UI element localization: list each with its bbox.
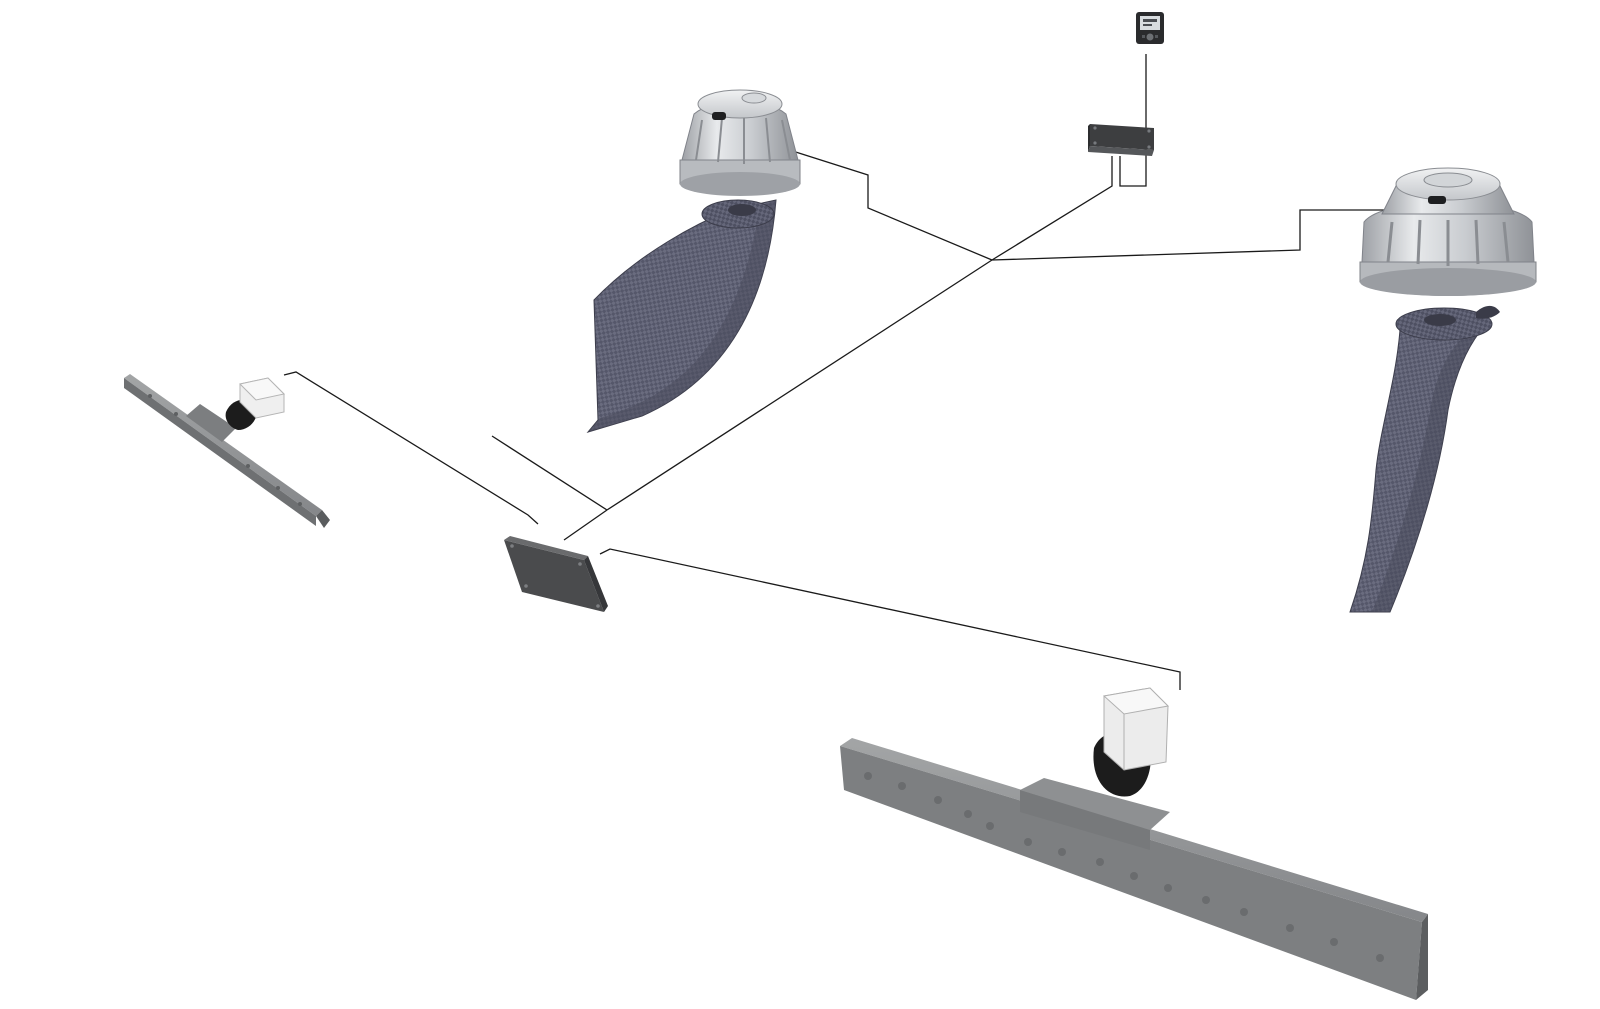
wire-display-to-unit xyxy=(1119,54,1147,187)
wire-loose-end xyxy=(491,435,608,511)
wiring-harness xyxy=(283,54,1418,690)
wire-lower-unit-to-large-interceptor xyxy=(599,548,1181,690)
control-unit-bottom xyxy=(504,536,608,612)
wire-junction-to-lower-unit xyxy=(563,509,608,541)
fin-actuator-left xyxy=(679,89,801,196)
wire-hub-to-junction xyxy=(606,259,993,511)
interceptor-small xyxy=(124,374,330,528)
control-display xyxy=(1136,12,1164,44)
control-unit-top xyxy=(1088,124,1154,156)
fin-actuator-right xyxy=(1359,167,1537,296)
stabilizer-fin-right xyxy=(1349,305,1500,613)
stabilizer-fin-left xyxy=(586,199,777,433)
wire-small-interceptor-to-lower-unit xyxy=(283,371,539,525)
wire-right-actuator-to-hub xyxy=(991,209,1418,261)
interceptor-large xyxy=(840,687,1428,1000)
wire-unit-to-hub xyxy=(991,156,1113,261)
